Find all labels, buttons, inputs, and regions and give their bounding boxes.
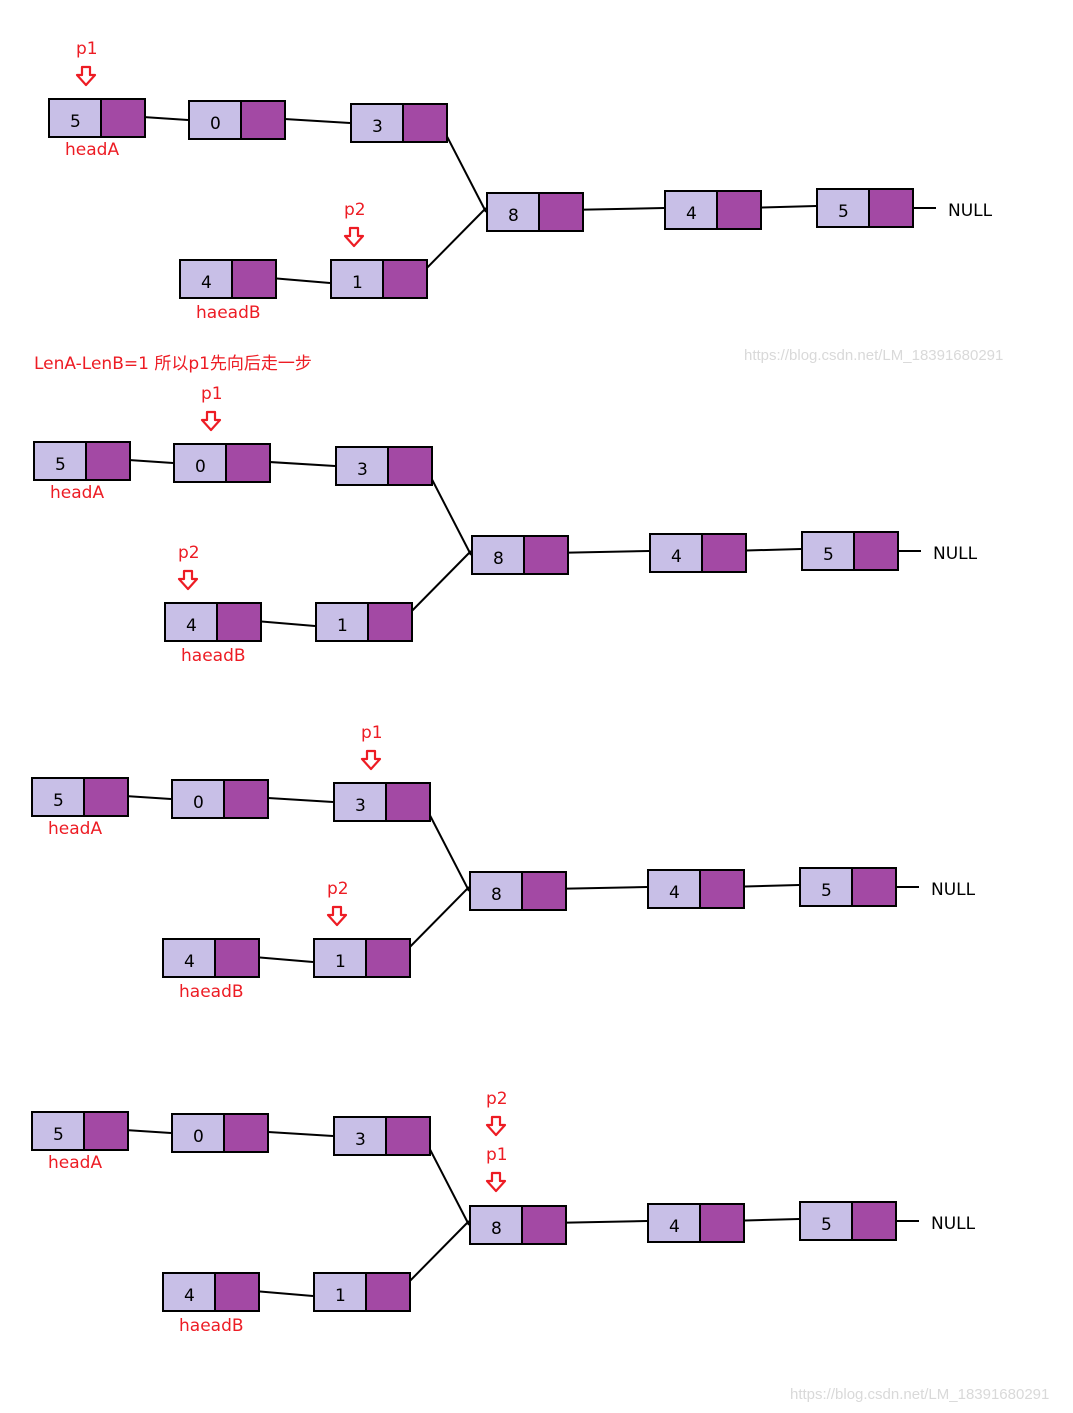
step3-list-b-node-0-value: 4 bbox=[162, 938, 216, 978]
step4-null-label: NULL bbox=[931, 1214, 976, 1234]
step1-p1-arrow-icon bbox=[75, 65, 97, 87]
step4-list-b-node-0-value: 4 bbox=[162, 1272, 216, 1312]
step2-shared-node-1-next-pointer bbox=[703, 533, 747, 573]
step3-null-label: NULL bbox=[931, 880, 976, 900]
step4-list-a-node-2-next-pointer bbox=[387, 1116, 431, 1156]
step2-list-a-node-1-next-pointer bbox=[227, 443, 271, 483]
step1-shared-node-1-value: 4 bbox=[664, 190, 718, 230]
step2-p1-arrow-icon bbox=[200, 410, 222, 432]
step4-list-a-node-0-value: 5 bbox=[31, 1111, 85, 1151]
step2-shared-node-1-value: 4 bbox=[649, 533, 703, 573]
step1-shared-node-2-next-pointer bbox=[870, 188, 914, 228]
step3-list-a-node-1-value: 0 bbox=[171, 779, 225, 819]
step1-shared-node-0-next-pointer bbox=[540, 192, 584, 232]
step3-p2-label: p2 bbox=[327, 879, 349, 899]
step3-list-a-node-0-next-pointer bbox=[85, 777, 129, 817]
step3-shared-node-0-next-pointer bbox=[523, 871, 567, 911]
step1-list-b-node-1-next-pointer bbox=[384, 259, 428, 299]
step4-head-b-label: haeadB bbox=[179, 1316, 244, 1336]
step2-null-label: NULL bbox=[933, 544, 978, 564]
step3-list-b-node-1-next-pointer bbox=[367, 938, 411, 978]
step2-list-b-node-0-next-pointer bbox=[218, 602, 262, 642]
step1-null-label: NULL bbox=[948, 201, 993, 221]
step1-head-b-label: haeadB bbox=[196, 303, 261, 323]
step3-head-b-label: haeadB bbox=[179, 982, 244, 1002]
step4-p1-label: p1 bbox=[486, 1145, 508, 1165]
step3-shared-node-1-next-pointer bbox=[701, 869, 745, 909]
step3-list-b-node-1-value: 1 bbox=[313, 938, 367, 978]
step4-p2-label: p2 bbox=[486, 1089, 508, 1109]
step1-list-b-node-1-value: 1 bbox=[330, 259, 384, 299]
watermark-bottom: https://blog.csdn.net/LM_18391680291 bbox=[790, 1386, 1050, 1403]
step3-list-a-node-1-next-pointer bbox=[225, 779, 269, 819]
step4-shared-node-2-next-pointer bbox=[853, 1201, 897, 1241]
step2-list-b-node-0-value: 4 bbox=[164, 602, 218, 642]
step3-shared-node-1-value: 4 bbox=[647, 869, 701, 909]
step2-shared-node-0-next-pointer bbox=[525, 535, 569, 575]
step1-p2-label: p2 bbox=[344, 200, 366, 220]
step1-list-a-node-0-value: 5 bbox=[48, 98, 102, 138]
step2-p2-arrow-icon bbox=[177, 569, 199, 591]
step3-list-a-node-2-value: 3 bbox=[333, 782, 387, 822]
step2-p2-label: p2 bbox=[178, 543, 200, 563]
step4-list-a-node-1-value: 0 bbox=[171, 1113, 225, 1153]
step4-list-a-node-0-next-pointer bbox=[85, 1111, 129, 1151]
step3-p2-arrow-icon bbox=[326, 905, 348, 927]
step4-p2-arrow-icon bbox=[485, 1115, 507, 1137]
step2-shared-node-2-next-pointer bbox=[855, 531, 899, 571]
step4-head-a-label: headA bbox=[48, 1153, 103, 1173]
step1-list-b-node-0-value: 4 bbox=[179, 259, 233, 299]
step4-shared-node-1-value: 4 bbox=[647, 1203, 701, 1243]
step4-shared-node-1-next-pointer bbox=[701, 1203, 745, 1243]
step2-head-b-label: haeadB bbox=[181, 646, 246, 666]
step3-list-b-node-0-next-pointer bbox=[216, 938, 260, 978]
step2-list-b-node-1-value: 1 bbox=[315, 602, 369, 642]
step3-shared-node-2-value: 5 bbox=[799, 867, 853, 907]
step4-list-b-node-1-next-pointer bbox=[367, 1272, 411, 1312]
step1-list-b-node-0-next-pointer bbox=[233, 259, 277, 299]
step4-p1-arrow-icon bbox=[485, 1171, 507, 1193]
step4-shared-node-0-next-pointer bbox=[523, 1205, 567, 1245]
step3-head-a-label: headA bbox=[48, 819, 103, 839]
step3-list-a-node-2-next-pointer bbox=[387, 782, 431, 822]
step2-p1-label: p1 bbox=[201, 384, 223, 404]
step3-shared-node-0-value: 8 bbox=[469, 871, 523, 911]
step4-shared-node-0-value: 8 bbox=[469, 1205, 523, 1245]
watermark-top: https://blog.csdn.net/LM_18391680291 bbox=[744, 347, 1004, 364]
step1-p1-label: p1 bbox=[76, 39, 98, 59]
step2-list-b-node-1-next-pointer bbox=[369, 602, 413, 642]
step1-p2-arrow-icon bbox=[343, 226, 365, 248]
step3-list-a-node-0-value: 5 bbox=[31, 777, 85, 817]
step4-shared-node-2-value: 5 bbox=[799, 1201, 853, 1241]
step1-shared-node-0-value: 8 bbox=[486, 192, 540, 232]
step4-list-b-node-0-next-pointer bbox=[216, 1272, 260, 1312]
step2-list-a-node-2-value: 3 bbox=[335, 446, 389, 486]
step3-shared-node-2-next-pointer bbox=[853, 867, 897, 907]
step1-list-a-node-2-value: 3 bbox=[350, 103, 404, 143]
step2-list-a-node-2-next-pointer bbox=[389, 446, 433, 486]
step1-shared-node-1-next-pointer bbox=[718, 190, 762, 230]
step2-shared-node-2-value: 5 bbox=[801, 531, 855, 571]
step1-list-a-node-1-value: 0 bbox=[188, 100, 242, 140]
step4-list-a-node-2-value: 3 bbox=[333, 1116, 387, 1156]
step2-list-a-node-0-value: 5 bbox=[33, 441, 87, 481]
step3-p1-arrow-icon bbox=[360, 749, 382, 771]
step1-list-a-node-1-next-pointer bbox=[242, 100, 286, 140]
step-caption: LenA-LenB=1 所以p1先向后走一步 bbox=[34, 354, 312, 374]
step2-head-a-label: headA bbox=[50, 483, 105, 503]
step1-list-a-node-0-next-pointer bbox=[102, 98, 146, 138]
step1-head-a-label: headA bbox=[65, 140, 120, 160]
step3-p1-label: p1 bbox=[361, 723, 383, 743]
step1-list-a-node-2-next-pointer bbox=[404, 103, 448, 143]
step4-list-a-node-1-next-pointer bbox=[225, 1113, 269, 1153]
step4-list-b-node-1-value: 1 bbox=[313, 1272, 367, 1312]
step2-shared-node-0-value: 8 bbox=[471, 535, 525, 575]
step2-list-a-node-1-value: 0 bbox=[173, 443, 227, 483]
step2-list-a-node-0-next-pointer bbox=[87, 441, 131, 481]
step1-shared-node-2-value: 5 bbox=[816, 188, 870, 228]
